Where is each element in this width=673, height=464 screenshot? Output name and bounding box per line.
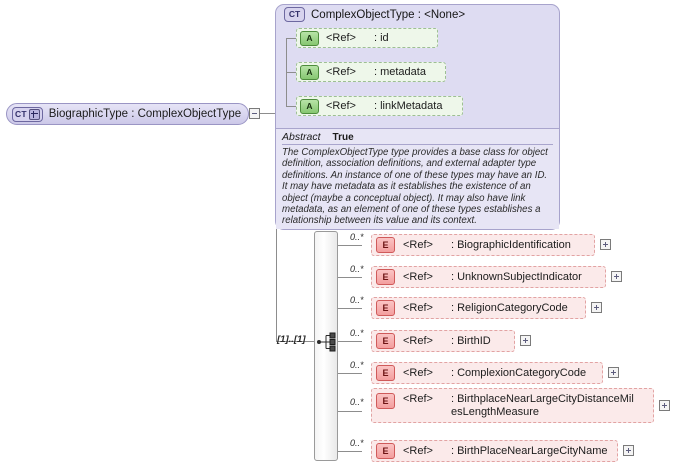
collapse-toggle-root[interactable] [249,108,260,119]
attribute-name: : id [373,32,389,44]
expand-toggle-element[interactable] [659,400,670,411]
expand-toggle-element[interactable] [611,271,622,282]
connector-attr-2 [286,72,296,73]
element-ref: <Ref> [403,393,433,405]
occurs-label: 0..* [350,328,364,338]
occurs-label: 0..* [350,295,364,305]
basetype-annotation: Abstract True The ComplexObjectType type… [276,128,559,229]
abstract-key: Abstract [282,131,321,143]
element-name: : UnknownSubjectIndicator [450,270,582,283]
element-name: : ReligionCategoryCode [450,301,568,314]
element-badge-icon: E [376,393,395,409]
expand-toggle-element[interactable] [623,445,634,456]
element-ref: <Ref> [403,445,433,457]
occurs-label: 0..* [350,360,364,370]
element-row[interactable]: E <Ref> : BirthplaceNearLargeCityDistanc… [371,388,654,423]
connector-attr-3 [286,106,296,107]
attribute-name: : linkMetadata [373,100,443,112]
expand-toggle-element[interactable] [591,302,602,313]
sequence-cardinality-label: [1]..[1] [277,334,306,345]
connector-attr-1 [286,38,296,39]
connector-element-7 [338,451,362,452]
occurs-label: 0..* [350,264,364,274]
element-row[interactable]: E <Ref> : BirthID [371,330,515,352]
connector-element-1 [338,245,362,246]
attribute-name: : metadata [373,66,426,78]
attribute-row[interactable]: A <Ref> : metadata [296,62,446,82]
occurs-label: 0..* [350,438,364,448]
root-node-label: BiographicType : ComplexObjectType [48,108,242,120]
element-name: : BirthPlaceNearLargeCityName [450,444,608,457]
badge-ct-text: CT [15,108,27,119]
element-name: : BirthplaceNearLargeCityDistanceMil esL… [450,393,634,418]
connector-element-6 [338,411,362,412]
attribute-badge-icon: A [300,30,319,46]
element-badge-icon: E [376,365,395,381]
element-row[interactable]: E <Ref> : BirthPlaceNearLargeCityName [371,440,618,462]
element-name: : BiographicIdentification [450,238,571,251]
element-ref: <Ref> [403,302,433,314]
element-row[interactable]: E <Ref> : ReligionCategoryCode [371,297,586,319]
element-row[interactable]: E <Ref> : UnknownSubjectIndicator [371,266,606,288]
attribute-badge-icon: A [300,98,319,114]
expand-toggle-element[interactable] [520,335,531,346]
element-badge-icon: E [376,300,395,316]
complextype-badge-icon: CT [12,106,43,122]
element-ref: <Ref> [403,271,433,283]
documentation-text: The ComplexObjectType type provides a ba… [282,147,548,227]
attribute-badge-icon: A [300,64,319,80]
element-ref: <Ref> [403,239,433,251]
element-name: : BirthID [450,334,491,347]
expand-toggle-element[interactable] [600,239,611,250]
complextype-badge-icon: CT [284,7,305,22]
connector-trunk-to-sequence [276,341,314,342]
element-badge-icon: E [376,443,395,459]
element-badge-icon: E [376,237,395,253]
element-ref: <Ref> [403,335,433,347]
root-complextype-node[interactable]: CT BiographicType : ComplexObjectType [6,103,249,125]
element-row[interactable]: E <Ref> : BiographicIdentification [371,234,595,256]
element-badge-icon: E [376,269,395,285]
sequence-icon [317,332,336,352]
element-ref: <Ref> [403,367,433,379]
occurs-label: 0..* [350,232,364,242]
basetype-title: CT ComplexObjectType : <None> [284,7,465,22]
attribute-row[interactable]: A <Ref> : linkMetadata [296,96,463,116]
attribute-ref: <Ref> [326,100,356,112]
element-row[interactable]: E <Ref> : ComplexionCategoryCode [371,362,603,384]
connector-element-3 [338,308,362,309]
abstract-value: True [332,132,354,143]
attribute-ref: <Ref> [326,32,356,44]
attribute-row[interactable]: A <Ref> : id [296,28,438,48]
connector-root-to-trunk [260,113,276,114]
connector-element-2 [338,277,362,278]
plus-icon [28,108,40,120]
connector-element-5 [338,373,362,374]
attribute-ref: <Ref> [326,66,356,78]
element-name: : ComplexionCategoryCode [450,366,587,379]
abstract-header: Abstract True [282,131,553,145]
element-badge-icon: E [376,333,395,349]
basetype-label: ComplexObjectType : <None> [311,8,466,21]
connector-element-4 [338,341,362,342]
occurs-label: 0..* [350,397,364,407]
expand-toggle-element[interactable] [608,367,619,378]
